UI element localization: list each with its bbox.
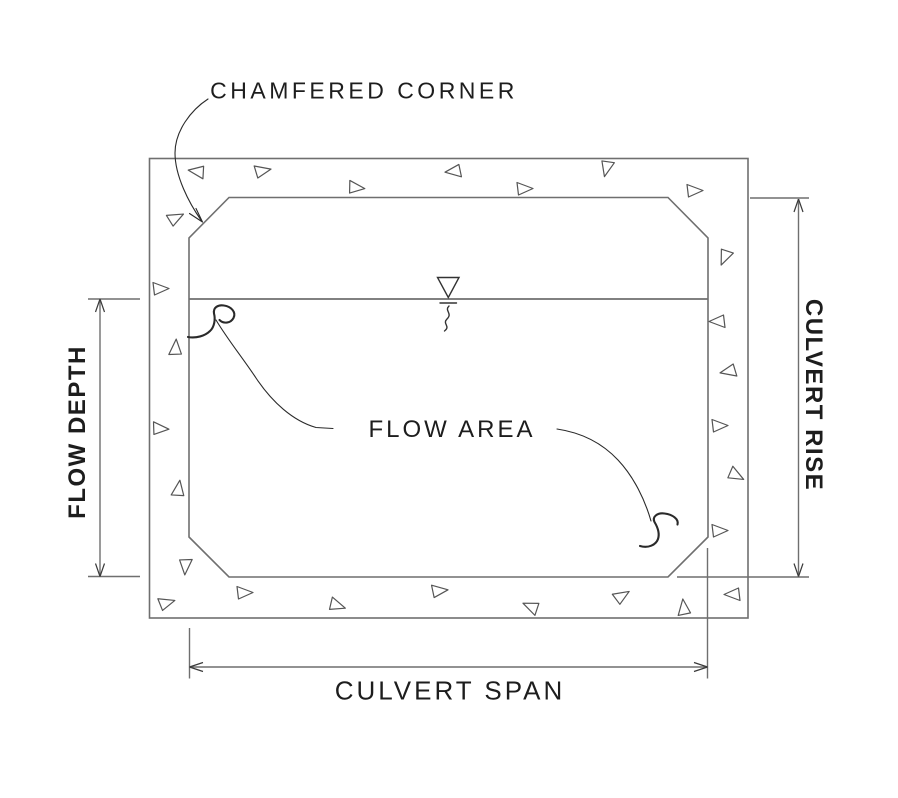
chamfered-corner-leader bbox=[174, 98, 209, 223]
culvert-span-dimension bbox=[188, 548, 709, 679]
flow-area-leader-right bbox=[556, 428, 679, 548]
flow-area-leader-left bbox=[186, 304, 334, 430]
inner-opening-outline bbox=[188, 196, 709, 578]
culvert-rise-label: CULVERT RISE bbox=[800, 298, 827, 492]
flow-depth-label: FLOW DEPTH bbox=[64, 345, 91, 519]
flow-depth-dimension bbox=[88, 298, 140, 578]
culvert-span-label: CULVERT SPAN bbox=[334, 675, 566, 706]
culvert-rise-dimension bbox=[677, 197, 809, 578]
aggregate-triangle-symbols bbox=[151, 158, 748, 617]
outer-wall-outline bbox=[148, 157, 749, 619]
flow-area-label: FLOW AREA bbox=[368, 416, 536, 443]
water-surface-triangle-icon bbox=[436, 276, 461, 332]
chamfered-corner-label: CHAMFERED CORNER bbox=[210, 77, 518, 104]
